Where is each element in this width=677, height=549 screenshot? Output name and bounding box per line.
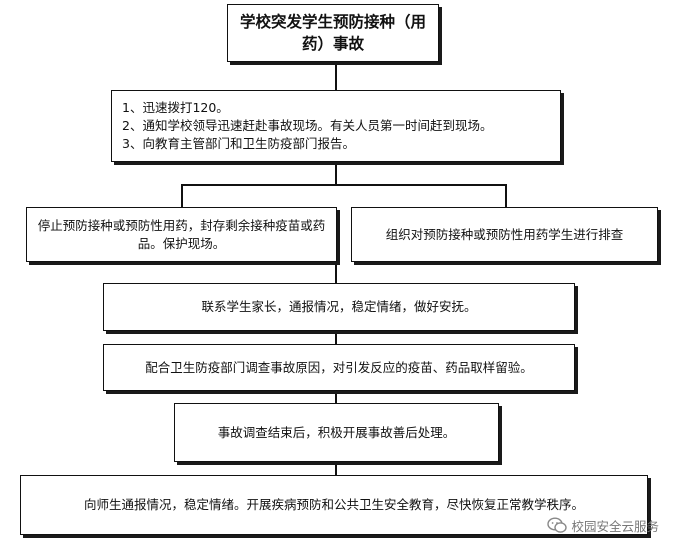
connector-contact-cooperate <box>335 331 337 344</box>
connector-split-horizontal <box>181 184 506 186</box>
notify-resume-box: 向师生通报情况，稳定情绪。开展疾病预防和公共卫生安全教育，尽快恢复正常教学秩序。 <box>20 475 648 535</box>
step-item-1: 1、迅速拨打120。 <box>122 100 229 115</box>
contact-parents-box: 联系学生家长，通报情况，稳定情绪，做好安抚。 <box>103 283 575 331</box>
flowchart-title-box: 学校突发学生预防接种（用 药）事故 <box>227 4 439 62</box>
connector-investigation-notify <box>335 462 337 475</box>
screen-students-text: 组织对预防接种或预防性用药学生进行排查 <box>385 226 624 242</box>
connector-steps-split <box>335 162 337 184</box>
emergency-steps-box: 1、迅速拨打120。 2、通知学校领导迅速赶赴事故现场。有关人员第一时间赶到现场… <box>111 90 561 162</box>
title-line-1: 学校突发学生预防接种（用 <box>239 13 426 31</box>
step-item-2: 2、通知学校领导迅速赶赴事故现场。有关人员第一时间赶到现场。 <box>122 118 493 133</box>
title-line-2: 药）事故 <box>301 35 364 53</box>
step-item-3: 3、向教育主管部门和卫生防疫部门报告。 <box>122 136 355 151</box>
stop-vaccination-text: 停止预防接种或预防性用药，封存剩余接种疫苗或药品。保护现场。 <box>37 217 326 251</box>
notify-resume-text: 向师生通报情况，稳定情绪。开展疾病预防和公共卫生安全教育，尽快恢复正常教学秩序。 <box>83 497 584 512</box>
connector-cooperate-investigation <box>335 391 337 403</box>
connector-split-left <box>181 184 183 207</box>
cooperate-investigation-box: 配合卫生防疫部门调查事故原因，对引发反应的疫苗、药品取样留验。 <box>103 344 575 391</box>
contact-parents-text: 联系学生家长，通报情况，稳定情绪，做好安抚。 <box>201 299 477 314</box>
wechat-icon <box>547 517 568 534</box>
cooperate-investigation-text: 配合卫生防疫部门调查事故原因，对引发反应的疫苗、药品取样留验。 <box>145 359 533 375</box>
screen-students-box: 组织对预防接种或预防性用药学生进行排查 <box>351 207 658 262</box>
aftermath-handling-box: 事故调查结束后，积极开展事故善后处理。 <box>174 403 499 462</box>
watermark-text: 校园安全云服务 <box>571 519 659 534</box>
connector-title-steps <box>335 62 337 90</box>
connector-split-right <box>505 184 507 207</box>
connector-branches-contact <box>335 262 337 283</box>
aftermath-handling-text: 事故调查结束后，积极开展事故善后处理。 <box>217 424 456 440</box>
stop-vaccination-box: 停止预防接种或预防性用药，封存剩余接种疫苗或药品。保护现场。 <box>26 207 337 262</box>
watermark: 校园安全云服务 <box>547 516 659 535</box>
